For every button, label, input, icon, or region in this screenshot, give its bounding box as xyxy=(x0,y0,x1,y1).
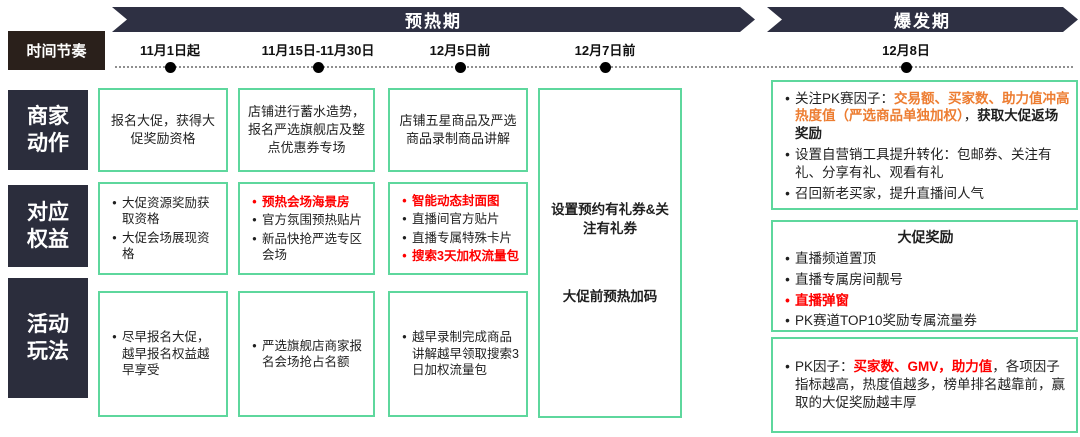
list-item: • 召回新老买家，提升直播间人气 xyxy=(780,185,1071,203)
list-item: • 搜索3天加权流量包 xyxy=(397,248,521,265)
list-item: • PK赛道TOP10奖励专属流量券 xyxy=(780,312,1071,330)
list-item-text: 关注PK赛因子：交易额、买家数、助力值冲高热度值（严选商品单独加权），获取大促返… xyxy=(795,90,1070,142)
play-box-burst: • PK因子：买家数、GMV，助力值，各项因子指标越高，热度值越多，榜单排名越靠前… xyxy=(771,337,1078,433)
phase-banner-burst-label: 爆发期 xyxy=(894,12,951,31)
phase-banner-burst: 爆发期 xyxy=(767,7,1078,32)
list-item: • 严选旗舰店商家报名会场抢占名额 xyxy=(247,338,368,371)
list-item: • 大促资源奖励获取资格 xyxy=(107,195,221,228)
list-item-text: 召回新老买家，提升直播间人气 xyxy=(795,185,984,201)
bullet-icon: • xyxy=(785,292,790,308)
rights-box-burst: 大促奖励 • 直播频道置顶 • 直播专属房间靓号 • 直播弹窗 • PK赛道TOP10奖励专属流… xyxy=(771,220,1078,332)
bullet-icon: • xyxy=(112,330,117,345)
phase-banner-warmup-label: 预热期 xyxy=(405,12,462,31)
date-label-1: 11月1日起 xyxy=(140,43,200,58)
list-item-text: 严选旗舰店商家报名会场抢占名额 xyxy=(262,338,363,370)
list-item-text: 直播间官方贴片 xyxy=(412,212,500,226)
bullet-icon: • xyxy=(402,230,407,245)
list-item: • 直播专属房间靓号 xyxy=(780,271,1071,289)
date-label-3: 12月5日前 xyxy=(429,43,491,58)
bullet-icon: • xyxy=(785,90,790,106)
list-item: • 尽早报名大促，越早报名权益越早享受 xyxy=(107,329,221,379)
play-box-col1: • 尽早报名大促，越早报名权益越早享受 xyxy=(98,291,228,417)
list-item-text: 直播弹窗 xyxy=(795,292,849,308)
list-item-text: 智能动态封面图 xyxy=(412,193,500,208)
row-label-benefits-text: 对应权益 xyxy=(27,200,69,251)
play-box-col3: • 越早录制完成商品讲解越早领取搜索3日加权流量包 xyxy=(388,291,528,417)
bullet-icon: • xyxy=(785,146,790,162)
timeline-line xyxy=(115,66,1073,68)
preheat-boost-text: 大促前预热加码 xyxy=(562,288,658,304)
bullet-icon: • xyxy=(402,249,407,263)
list-item-text: 大促资源奖励获取资格 xyxy=(122,195,210,227)
timeline-dot-2 xyxy=(312,62,324,73)
row-label-benefits: 对应权益 xyxy=(8,185,88,267)
bullet-icon: • xyxy=(112,230,117,245)
rights-box-col3: • 智能动态封面图 • 直播间官方贴片 • 直播专属特殊卡片 • 搜索3天加权流量包 xyxy=(388,182,528,275)
list-item-text: PK赛道TOP10奖励专属流量券 xyxy=(795,313,978,329)
bullet-icon: • xyxy=(785,271,790,287)
list-item: • 智能动态封面图 xyxy=(397,193,521,210)
bullet-icon: • xyxy=(785,313,790,329)
list-item: • 新品快抢严选专区会场 xyxy=(247,231,368,264)
action-box-col1: 报名大促，获得大促奖励资格 xyxy=(98,88,228,172)
list-item-text: 越早录制完成商品讲解越早领取搜索3日加权流量包 xyxy=(412,330,519,378)
list-item: • 越早录制完成商品讲解越早领取搜索3日加权流量包 xyxy=(397,329,521,379)
row-label-merchant-actions-text: 商家动作 xyxy=(27,104,69,155)
list-item: • 直播频道置顶 xyxy=(780,250,1071,268)
list-item-text: 直播专属房间靓号 xyxy=(795,271,903,287)
list-item: • 直播间官方贴片 xyxy=(397,211,521,228)
timeline-dot-4 xyxy=(599,62,611,73)
date-label-2: 11月15日-11月30日 xyxy=(261,43,375,58)
list-item: • 官方氛围预热贴片 xyxy=(247,212,368,229)
bullet-icon: • xyxy=(785,359,790,375)
list-item-text: 官方氛围预热贴片 xyxy=(262,213,363,227)
list-item: • 预热会场海景房 xyxy=(247,194,368,211)
row-label-merchant-actions: 商家动作 xyxy=(8,90,88,170)
bullet-icon: • xyxy=(402,193,407,208)
date-label-5: 12月8日 xyxy=(882,43,930,58)
bullet-icon: • xyxy=(112,195,117,210)
bullet-icon: • xyxy=(252,194,257,209)
list-item-text: 直播专属特殊卡片 xyxy=(412,230,513,245)
list-item: • 关注PK赛因子：交易额、买家数、助力值冲高热度值（严选商品单独加权），获取大促… xyxy=(780,90,1071,143)
action-box-col2: 店铺进行蓄水造势，报名严选旗舰店及整点优惠券专场 xyxy=(238,88,375,172)
list-item-text: 大促会场展现资格 xyxy=(122,230,210,262)
list-item-text: 设置自营销工具提升转化：包邮券、关注有礼、分享有礼、观看有礼 xyxy=(795,146,1052,180)
bullet-icon: • xyxy=(402,212,407,226)
bullet-icon: • xyxy=(252,338,257,353)
row-label-gameplay: 活动玩法 xyxy=(8,278,88,398)
rights-box-col1: • 大促资源奖励获取资格 • 大促会场展现资格 xyxy=(98,182,228,275)
timeline-dot-5 xyxy=(900,62,912,73)
rights-box-col2: • 预热会场海景房 • 官方氛围预热贴片 • 新品快抢严选专区会场 xyxy=(238,182,375,275)
list-item-text: 搜索3天加权流量包 xyxy=(412,249,519,263)
bullet-icon: • xyxy=(402,330,407,345)
action-box-col3: 店铺五星商品及严选商品录制商品讲解 xyxy=(388,88,528,172)
list-item-text: PK因子：买家数、GMV，助力值，各项因子指标越高，热度值越多，榜单排名越靠前，… xyxy=(795,359,1065,410)
action-box-burst: • 关注PK赛因子：交易额、买家数、助力值冲高热度值（严选商品单独加权），获取大促… xyxy=(771,80,1078,210)
timeline-dot-1 xyxy=(164,62,176,73)
list-item-text: 直播频道置顶 xyxy=(795,250,876,266)
phase-banner-warmup: 预热期 xyxy=(112,7,755,32)
bullet-icon: • xyxy=(785,250,790,266)
coupon-setup-box: 设置预约有礼券&关注有礼券 大促前预热加码 xyxy=(538,88,682,418)
list-item-text: 新品快抢严选专区会场 xyxy=(262,231,363,263)
list-item: • 直播专属特殊卡片 xyxy=(397,230,521,247)
play-box-col2: • 严选旗舰店商家报名会场抢占名额 xyxy=(238,291,375,417)
row-label-gameplay-text: 活动玩法 xyxy=(27,312,69,363)
box-title: 大促奖励 xyxy=(897,229,954,245)
list-item: • 大促会场展现资格 xyxy=(107,230,221,263)
list-item-text: 预热会场海景房 xyxy=(262,194,350,209)
time-axis-row-label: 时间节奏 xyxy=(8,31,105,70)
list-item-text: 尽早报名大促，越早报名权益越早享受 xyxy=(122,330,210,378)
date-label-4: 12月7日前 xyxy=(574,43,636,58)
bullet-icon: • xyxy=(785,185,790,201)
timeline-dot-3 xyxy=(454,62,466,73)
list-item: • PK因子：买家数、GMV，助力值，各项因子指标越高，热度值越多，榜单排名越靠前… xyxy=(780,358,1071,411)
list-item: • 直播弹窗 xyxy=(780,292,1071,310)
coupon-setup-text: 设置预约有礼券&关注有礼券 xyxy=(551,201,669,237)
list-item: • 设置自营销工具提升转化：包邮券、关注有礼、分享有礼、观看有礼 xyxy=(780,146,1071,182)
bullet-icon: • xyxy=(252,213,257,227)
bullet-icon: • xyxy=(252,231,257,246)
